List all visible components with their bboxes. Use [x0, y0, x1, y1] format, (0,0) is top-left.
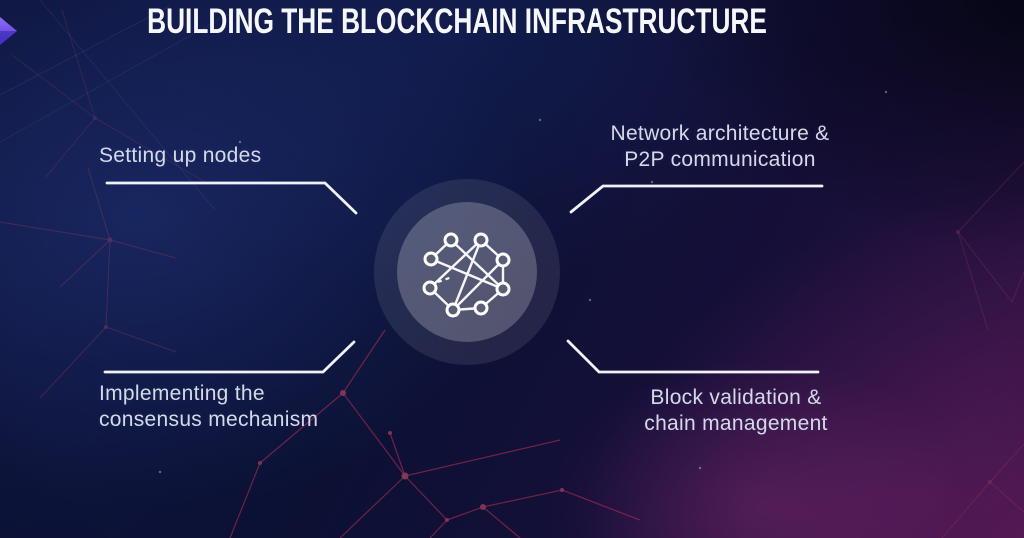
callout-line: P2P communication — [624, 148, 816, 171]
callout-block-validation: Block validation & chain management — [586, 385, 886, 437]
callout-line: chain management — [644, 412, 828, 435]
blockchain-network-icon — [422, 232, 511, 318]
star-specks — [158, 90, 888, 474]
connector-top-right — [569, 184, 824, 214]
red-plexus-bottom — [229, 329, 641, 538]
connector-bottom-right — [566, 339, 820, 374]
red-plexus-right — [941, 161, 1024, 538]
connector-top-left — [105, 181, 358, 215]
callout-setting-up-nodes: Setting up nodes — [99, 143, 261, 169]
red-plexus-left — [0, 167, 177, 399]
callout-line: Setting up nodes — [99, 144, 262, 167]
red-plexus-top-left — [11, 9, 206, 183]
slide-title: BUILDING THE BLOCKCHAIN INFRASTRUCTURE — [147, 2, 767, 41]
connector-bottom-left — [103, 340, 356, 374]
callout-line: consensus mechanism — [99, 408, 319, 431]
blue-plexus-lines — [0, 0, 237, 211]
callout-line: Block validation & — [650, 386, 822, 409]
logo-triangle-icon — [0, 17, 17, 45]
callout-line: Implementing the — [99, 382, 265, 405]
callout-line: Network architecture & — [610, 122, 830, 145]
callout-consensus-mechanism: Implementing the consensus mechanism — [99, 381, 318, 433]
callout-network-architecture: Network architecture & P2P communication — [570, 121, 870, 173]
